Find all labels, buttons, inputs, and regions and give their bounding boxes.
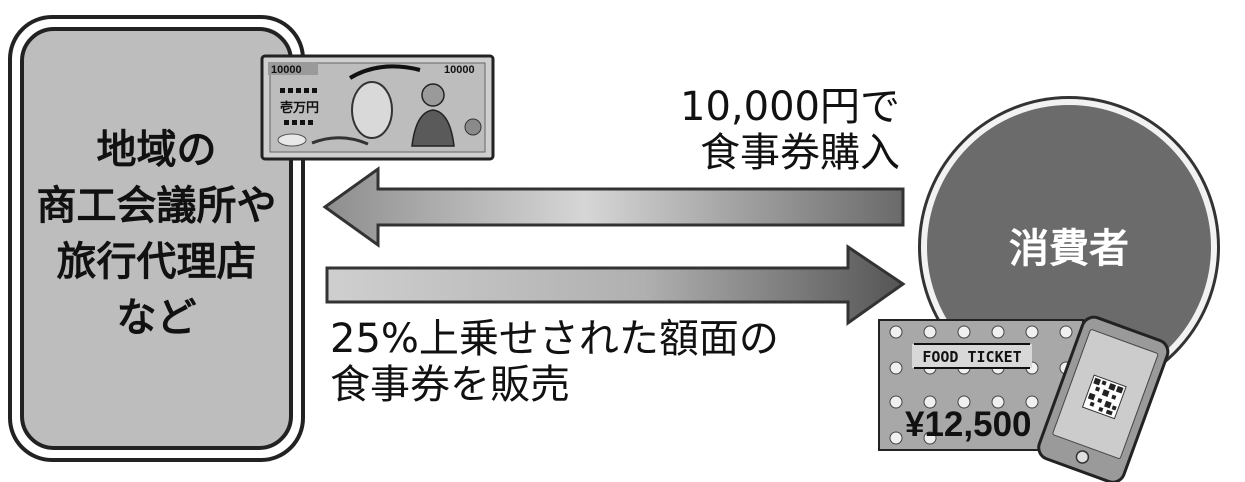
arrow-to-consumer [325,244,906,326]
sale-label: 25%上乗せされた額面の 食事券を販売 [330,316,779,408]
ticket-amount: ¥12,500 [905,405,1032,444]
arrow-to-organization [322,166,905,248]
banknote-denomination-left: 10000 [271,64,302,76]
organization-label: 地域の 商工会議所や 旅行代理店 など [36,127,277,341]
banknote-denomination-right: 10000 [444,64,475,76]
banknote-kanji: 壱万円 [280,100,319,116]
fork-knife-icon [889,325,1073,445]
organization-box [20,27,293,450]
ticket-title: FOOD TICKET [922,348,1021,366]
consumer-label: 消費者 [1009,226,1129,272]
purchase-label: 10,000円で 食事券購入 [680,84,900,176]
qr-code-icon [1081,374,1127,420]
